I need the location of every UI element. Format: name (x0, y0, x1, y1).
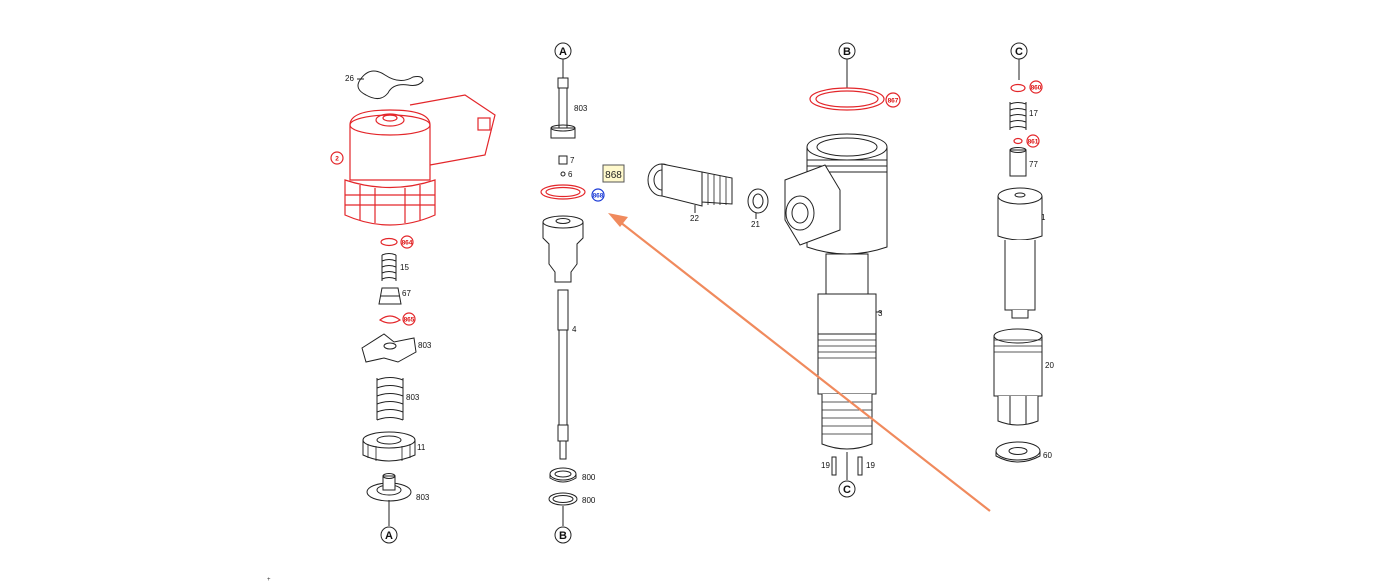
svg-text:B: B (559, 530, 567, 542)
label-60: 60 (1043, 451, 1052, 460)
part-803-spring[interactable] (376, 377, 404, 421)
label-803-a: 803 (418, 341, 432, 350)
label-800-b: 800 (582, 496, 596, 505)
section-marker-a-bottom (380, 526, 398, 544)
column-nozzle: C 860 17 861 77 1 (993, 42, 1054, 463)
label-3: 3 (878, 309, 883, 318)
label-868-circle: 868 (593, 193, 604, 200)
part-3-injector-body[interactable] (784, 133, 888, 450)
part-22-inlet-connector[interactable] (647, 163, 733, 213)
part-800-ring-b[interactable] (548, 492, 578, 506)
part-2-solenoid[interactable] (344, 94, 496, 226)
svg-text:C: C (843, 484, 851, 496)
part-800-ring-a[interactable] (549, 467, 577, 483)
column-middle: A 803 7 6 868 868 (540, 42, 625, 544)
label-861: 861 (1028, 139, 1039, 146)
part-803-valve-stem[interactable] (550, 77, 576, 139)
part-60-washer[interactable] (995, 441, 1041, 463)
label-19-b: 19 (866, 461, 875, 470)
part-15-spring[interactable] (381, 253, 397, 282)
part-865-clip[interactable] (378, 315, 402, 324)
part-26-clip[interactable] (357, 70, 424, 99)
part-7[interactable] (558, 155, 568, 165)
label-4: 4 (572, 325, 577, 334)
label-867: 867 (888, 98, 899, 105)
label-6: 6 (568, 170, 573, 179)
label-67: 67 (402, 289, 411, 298)
label-17: 17 (1029, 109, 1038, 118)
label-15: 15 (400, 263, 409, 272)
part-77-spacer[interactable] (1009, 147, 1027, 177)
svg-text:A: A (385, 530, 393, 542)
label-864: 864 (402, 240, 413, 247)
label-803-c: 803 (416, 493, 430, 502)
part-861-shim[interactable] (1013, 137, 1023, 145)
label-19-a: 19 (821, 461, 830, 470)
column-left: 26 2 864 15 (330, 70, 496, 544)
part-19-pin-b[interactable] (857, 456, 863, 476)
label-803-mid: 803 (574, 104, 588, 113)
label-26: 26 (345, 74, 354, 83)
part-19-pin-a[interactable] (831, 456, 837, 476)
part-21-washer[interactable] (747, 188, 769, 214)
part-67-armature[interactable] (378, 287, 402, 305)
part-867-seal[interactable] (809, 87, 885, 111)
label-2: 2 (335, 156, 339, 163)
svg-text:C: C (1015, 46, 1023, 58)
part-6-ball[interactable] (560, 171, 566, 177)
label-1: 1 (1041, 213, 1046, 222)
svg-text:B: B (843, 46, 851, 58)
part-868-seal[interactable] (540, 184, 586, 200)
highlight-tag-868[interactable]: 868 (602, 164, 625, 183)
part-17-spring[interactable] (1009, 102, 1027, 130)
part-864-ring[interactable] (380, 237, 398, 247)
label-860: 860 (1031, 85, 1042, 92)
part-4-control-piston[interactable] (542, 215, 584, 460)
part-11-nut[interactable] (362, 431, 416, 462)
label-20: 20 (1045, 361, 1054, 370)
label-865: 865 (404, 317, 415, 324)
label-77: 77 (1029, 160, 1038, 169)
stray-mark: + (267, 577, 271, 582)
annotation-arrow (608, 213, 991, 512)
svg-text:A: A (559, 46, 567, 58)
label-7: 7 (570, 156, 575, 165)
section-marker-b-bottom (554, 526, 572, 544)
label-800-a: 800 (582, 473, 596, 482)
label-803-b: 803 (406, 393, 420, 402)
part-1-nozzle[interactable] (997, 187, 1043, 319)
section-marker-c-bottom (838, 480, 856, 498)
part-803-seat[interactable] (366, 473, 412, 502)
column-body: B 867 22 21 (647, 42, 901, 498)
part-803-armature-plate[interactable] (361, 333, 417, 363)
label-21: 21 (751, 220, 760, 229)
svg-text:868: 868 (605, 170, 622, 181)
part-860-ring[interactable] (1010, 83, 1026, 93)
label-11: 11 (417, 443, 426, 452)
label-22: 22 (690, 214, 699, 223)
part-20-nozzle-nut[interactable] (993, 328, 1043, 426)
